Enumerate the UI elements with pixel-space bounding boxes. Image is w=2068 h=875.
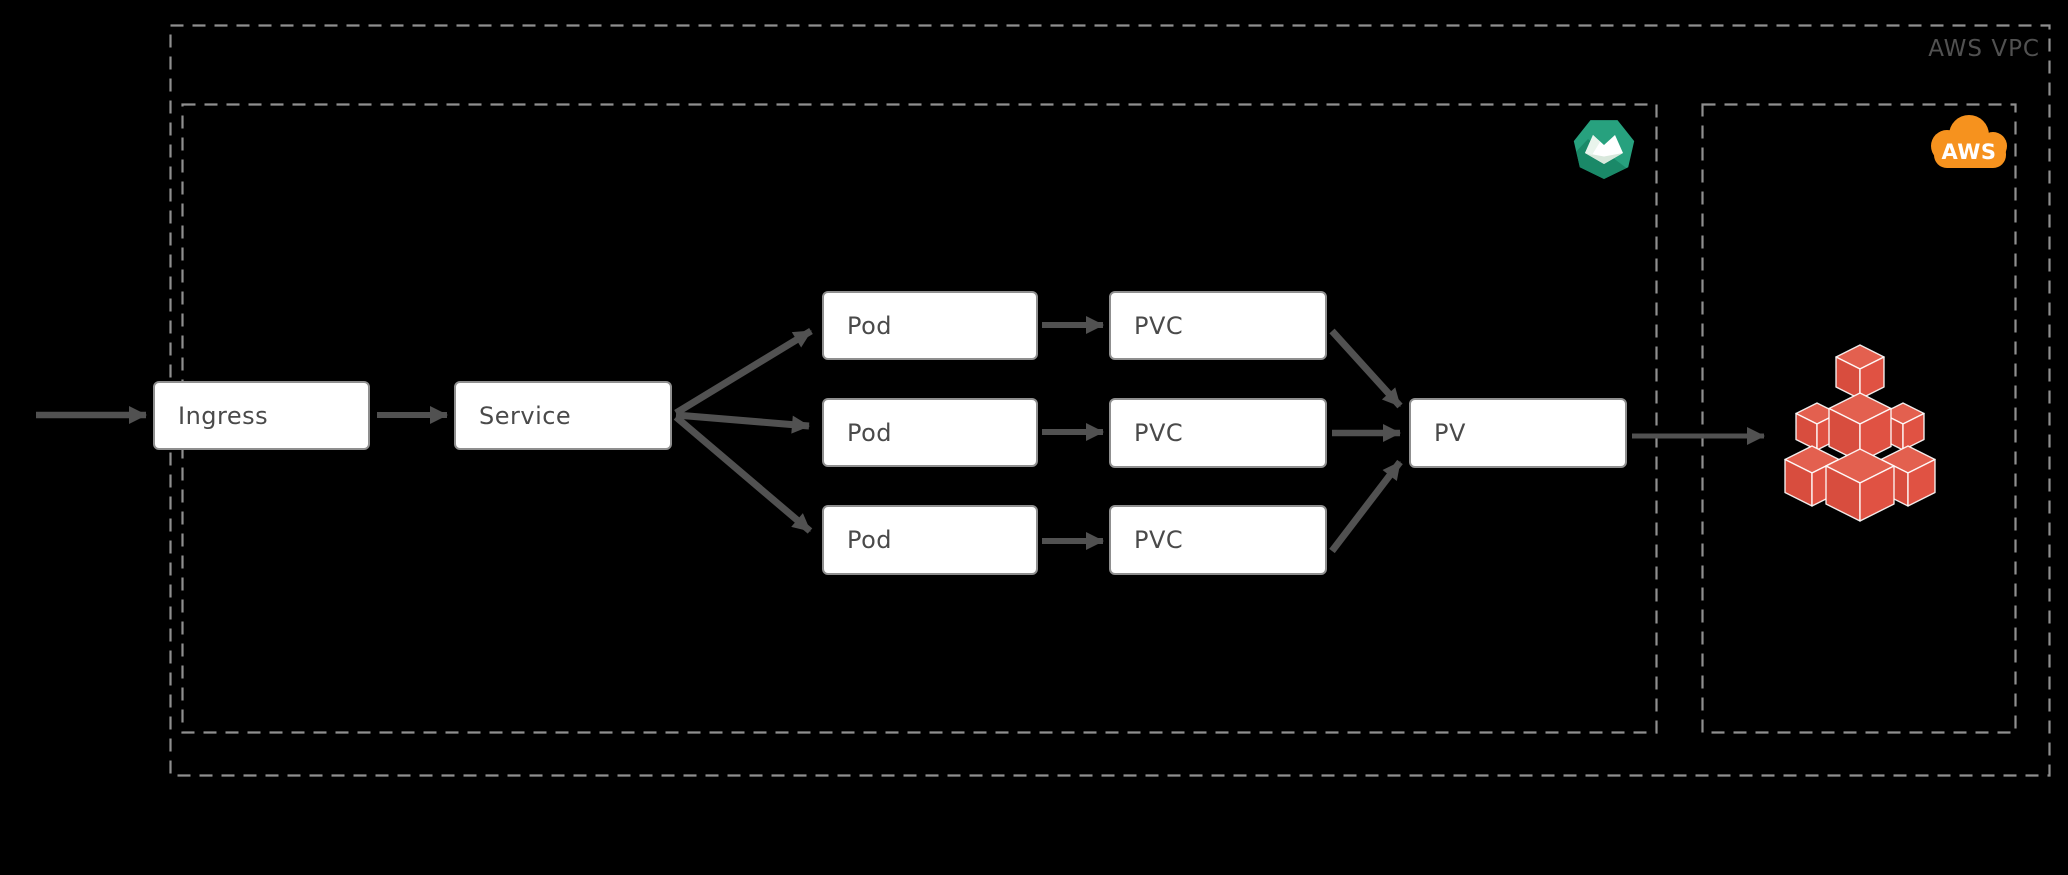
arrow-pvc3-to-pv — [1329, 459, 1403, 554]
aws-vpc-label: AWS VPC — [1928, 36, 2040, 62]
node-pvc-3: PVC — [1109, 505, 1327, 575]
node-ingress-label: Ingress — [178, 401, 269, 430]
node-ingress: Ingress — [153, 381, 370, 450]
node-pod-1: Pod — [822, 291, 1038, 360]
node-pod-3: Pod — [822, 505, 1038, 575]
node-pvc-2: PVC — [1109, 398, 1327, 468]
kubernetes-icon — [1573, 120, 1635, 180]
aws-cloud-icon — [1931, 115, 2007, 168]
arrow-pvc1-to-pv — [1329, 328, 1403, 409]
node-pv-label: PV — [1434, 419, 1466, 447]
kubernetes-cluster-boundary — [181, 103, 1658, 734]
node-pvc-1: PVC — [1109, 291, 1327, 360]
node-service: Service — [454, 381, 672, 450]
arrow-service-to-pod-1 — [674, 328, 813, 416]
arrow-service-to-pod-3 — [673, 414, 813, 534]
node-service-label: Service — [479, 401, 572, 430]
node-pod-2-label: Pod — [847, 418, 893, 447]
node-pvc-3-label: PVC — [1134, 526, 1184, 554]
aws-services-boundary — [1701, 103, 2017, 734]
flow-arrows — [36, 316, 1765, 554]
node-pvc-1-label: PVC — [1134, 311, 1184, 340]
node-pv: PV — [1409, 398, 1627, 468]
arrow-service-to-pod-2 — [675, 411, 810, 434]
node-pod-3-label: Pod — [847, 526, 893, 554]
aws-cubes-icon — [1784, 344, 1936, 522]
node-pod-2: Pod — [822, 398, 1038, 467]
node-pvc-2-label: PVC — [1134, 419, 1184, 447]
node-pod-1-label: Pod — [847, 311, 893, 340]
aws-cloud-logo-text: AWS — [1941, 140, 1997, 164]
aws-vpc-boundary — [169, 24, 2051, 777]
